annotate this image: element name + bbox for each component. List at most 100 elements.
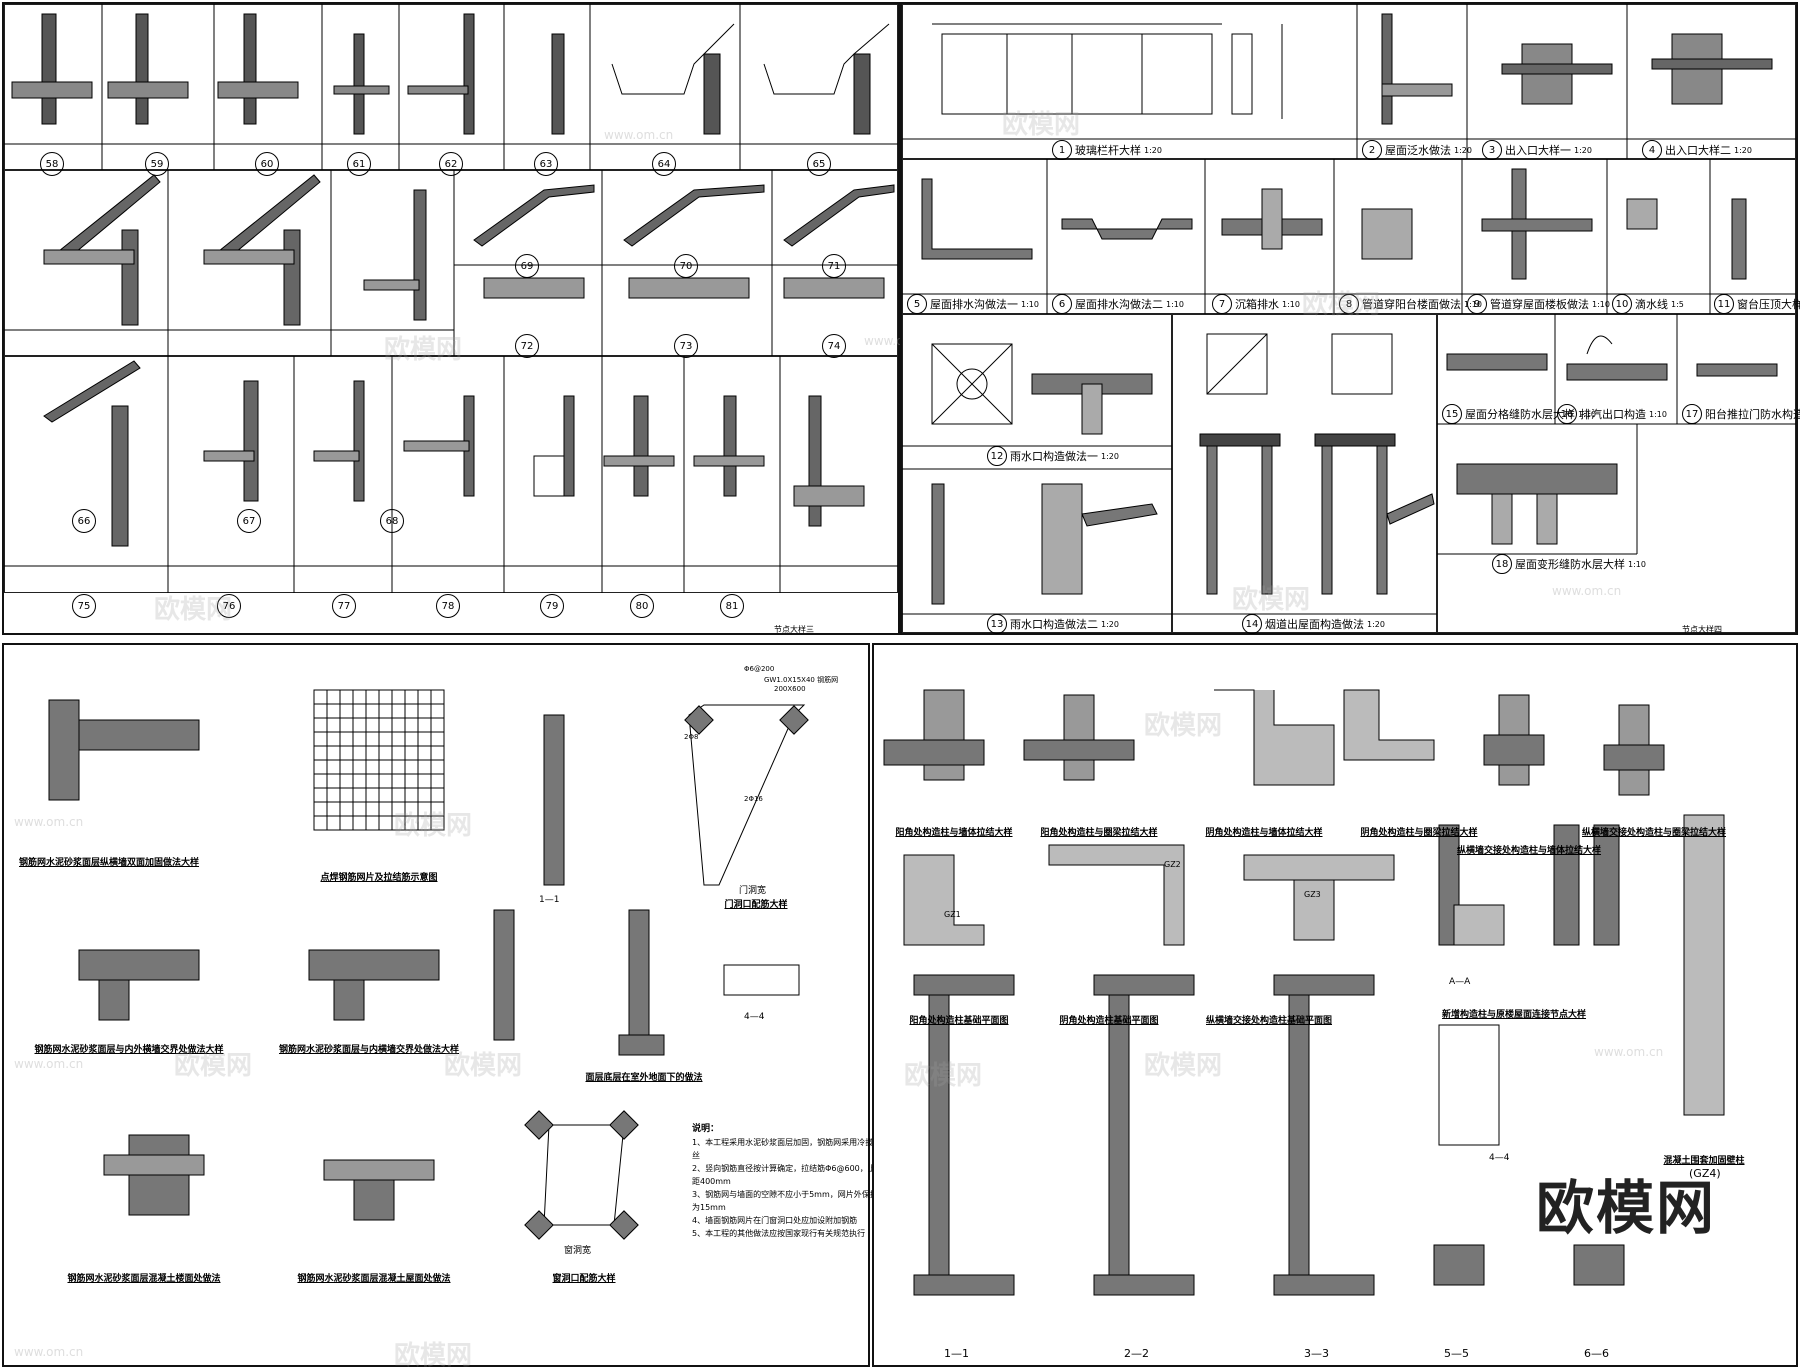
detail-scale: 1:20: [1734, 145, 1752, 155]
column-tag: (GZ4): [1689, 1167, 1721, 1180]
detail-label: 沉箱排水: [1235, 298, 1279, 311]
detail-number: 11: [1714, 294, 1734, 314]
detail-label: 出入口大样二: [1665, 144, 1731, 157]
detail-number: 68: [380, 509, 404, 533]
column-tag: GZ2: [1164, 860, 1181, 869]
detail-label: 雨水口构造做法二: [1010, 618, 1098, 631]
detail-scale: 1:10: [1021, 299, 1039, 309]
detail-scale: 1:10: [1628, 559, 1646, 569]
brand-logo-text: 欧模网: [1535, 1174, 1716, 1242]
detail-label: 玻璃栏杆大样: [1075, 144, 1141, 157]
detail-number: 70: [674, 254, 698, 278]
detail-number: 6: [1052, 294, 1072, 314]
caption: 纵横墙交接处构造柱与墙体拉结大样: [1456, 846, 1602, 856]
detail-label: 屋面泛水做法: [1385, 144, 1451, 157]
detail-number: 15: [1442, 404, 1462, 424]
detail-number: 58: [40, 152, 64, 176]
sheet-mesh-reinforcement: 钢筋网水泥砂浆面层纵横墙双面加固做法大样 点焊钢筋网片及拉结筋示意图 门洞口配筋…: [2, 643, 902, 1371]
detail-label: 出入口大样一: [1505, 144, 1571, 157]
mesh-size-label: 200X600: [774, 685, 806, 693]
rebar-label: 2Φ16: [744, 795, 763, 803]
section-label: 5—5: [1444, 1347, 1469, 1360]
note-line: 3、钢筋网与墙面的空隙不应小于5mm，网片外保护层厚度为15mm: [692, 1190, 902, 1212]
caption: 新增构造柱与原楼屋面连接节点大样: [1441, 1010, 1587, 1020]
detail-number: 10: [1612, 294, 1632, 314]
sheet-title: 节点大样三: [774, 625, 814, 634]
detail-number: 2: [1362, 140, 1382, 160]
detail-label: 屋面变形缝防水层大样: [1515, 558, 1625, 571]
tr-drawings-15-18: [1437, 314, 1796, 555]
detail-scale: 1:10: [1578, 409, 1596, 419]
caption: 钢筋网水泥砂浆面层混凝土楼面处做法: [67, 1274, 221, 1284]
detail-number: 64: [652, 152, 676, 176]
detail-number: 8: [1339, 294, 1359, 314]
detail-scale: 1:20: [1574, 145, 1592, 155]
detail-label: 屋面排水沟做法一: [930, 298, 1018, 311]
caption: 钢筋网水泥砂浆面层纵横墙双面加固做法大样: [18, 858, 200, 868]
note-line: 1、本工程采用水泥砂浆面层加固，钢筋网采用冷拔低碳钢丝: [692, 1138, 898, 1160]
detail-number: 1: [1052, 140, 1072, 160]
detail-scale: 1:10: [1166, 299, 1184, 309]
dimension-label: 窗洞宽: [564, 1246, 592, 1256]
notes-title: 说明：: [692, 1124, 720, 1134]
rebar-label: 2Φ8: [684, 733, 699, 741]
row1-drawings: [4, 4, 898, 170]
tr-row2-drawings: [902, 159, 1796, 314]
detail-number: 76: [217, 594, 241, 618]
detail-number: 12: [987, 446, 1007, 466]
note-line: 2、竖向钢筋直径按计算确定，拉结筋Φ6@600，上下层间距400mm: [692, 1164, 900, 1186]
detail-number: 72: [515, 334, 539, 358]
detail-number: 71: [822, 254, 846, 278]
detail-number: 79: [540, 594, 564, 618]
tr-block-12-13: [902, 314, 1172, 633]
detail-label: 雨水口构造做法一: [1010, 450, 1098, 463]
detail-number: 81: [720, 594, 744, 618]
detail-label: 阳台推拉门防水构造: [1705, 408, 1800, 421]
detail-number: 78: [436, 594, 460, 618]
tr-row1-drawings: [902, 4, 1796, 159]
detail-number: 63: [534, 152, 558, 176]
detail-number: 75: [72, 594, 96, 618]
caption: 阴角处构造柱与墙体拉结大样: [1205, 828, 1323, 838]
detail-number: 5: [907, 294, 927, 314]
detail-label: 管道穿阳台楼面做法: [1362, 298, 1461, 311]
column-tag: GZ3: [1304, 890, 1321, 899]
tr-drawings-14: [1172, 333, 1437, 615]
detail-scale: 1:20: [1454, 145, 1472, 155]
caption: 阳角处构造柱与圈梁拉结大样: [1040, 828, 1158, 838]
detail-number: 13: [987, 614, 1007, 634]
caption: 阳角处构造柱基础平面图: [909, 1016, 1009, 1026]
tr-block-14: [1172, 314, 1437, 633]
detail-number: 7: [1212, 294, 1232, 314]
detail-number: 9: [1467, 294, 1487, 314]
section-label: 6—6: [1584, 1347, 1609, 1360]
row3-drawings: [4, 356, 898, 593]
sheet-constructional-columns: 阳角处构造柱与墙体拉结大样 阳角处构造柱与圈梁拉结大样 阴角处构造柱与墙体拉结大…: [872, 643, 1798, 1367]
detail-number: 16: [1557, 404, 1577, 424]
detail-number: 60: [255, 152, 279, 176]
detail-number: 62: [439, 152, 463, 176]
br-drawings: [883, 689, 1725, 1296]
caption: 纵横墙交接处构造柱与圈梁拉结大样: [1581, 828, 1727, 838]
detail-scale: 1:20: [1144, 145, 1162, 155]
detail-number: 65: [807, 152, 831, 176]
detail-label: 屋面分格缝防水层大样: [1465, 408, 1575, 421]
sheet-title: 节点大样四: [1682, 625, 1722, 634]
detail-number: 77: [332, 594, 356, 618]
section-label: 1—1: [944, 1347, 969, 1360]
section-label: 1—1: [539, 895, 560, 905]
caption: 混凝土围套加固壁柱: [1663, 1156, 1745, 1166]
detail-number: 4: [1642, 140, 1662, 160]
section-label: 4—4: [744, 1012, 765, 1022]
